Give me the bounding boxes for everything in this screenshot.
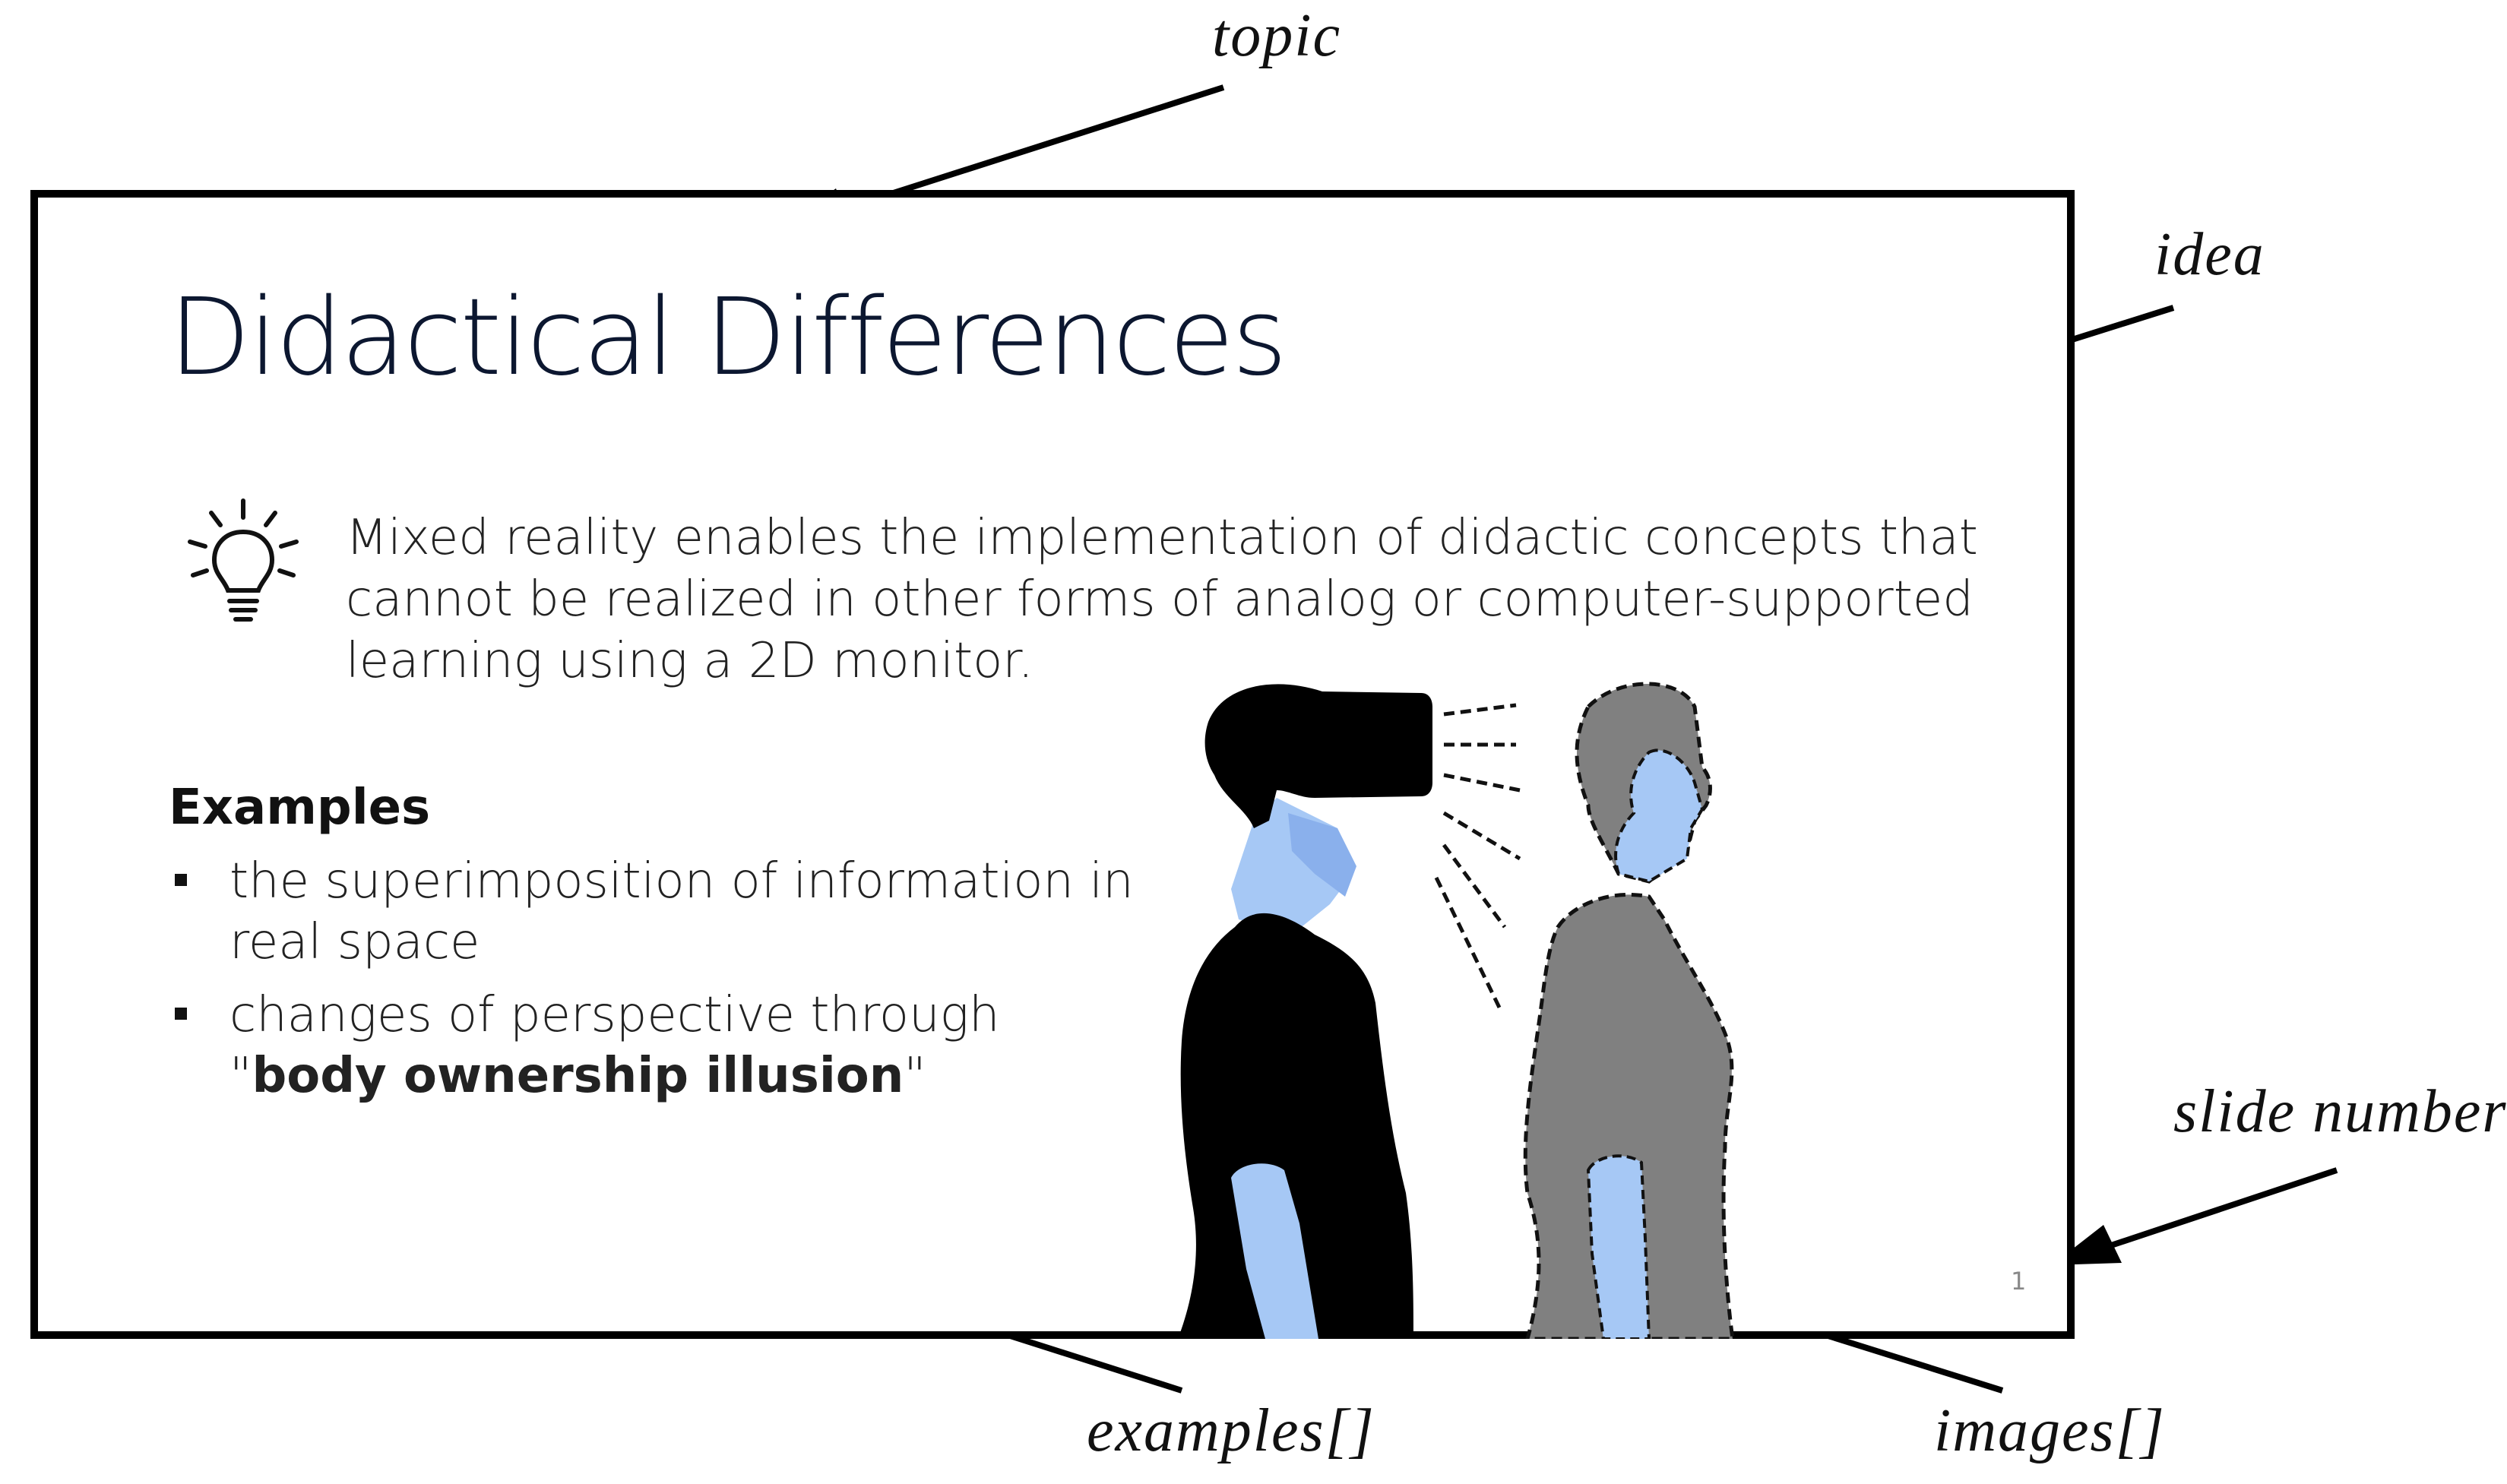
slide-title: Didactical Differences (169, 276, 1287, 400)
bullet-marker (175, 874, 187, 886)
example-text-prefix: changes of perspective through " (229, 987, 1000, 1104)
images-annotation: images[] (1934, 1397, 2166, 1464)
view-lines (1434, 703, 1521, 1012)
slide-number-arrow (2052, 1167, 2338, 1265)
vr-user-figure (1178, 684, 1432, 1339)
idea-text: Mixed reality enables the implementation… (346, 510, 1978, 689)
lightbulb-icon (188, 498, 299, 622)
slide-number-annotation: slide number (2173, 1078, 2507, 1145)
bullet-marker (175, 1008, 187, 1020)
slide-number: 1 (2011, 1267, 2027, 1296)
list-item: the superimposition of information in re… (169, 851, 1157, 973)
slide-frame: Didactical Differences Mixed reality ena… (30, 190, 2075, 1339)
list-item: changes of perspective through "body own… (169, 985, 1157, 1106)
idea-annotation: idea (2154, 221, 2265, 288)
examples-list: the superimposition of information in re… (169, 851, 1157, 1119)
example-text: the superimposition of information in re… (229, 853, 1134, 970)
examples-heading: Examples (169, 780, 431, 836)
topic-annotation: topic (1212, 2, 1341, 69)
examples-annotation: examples[] (1087, 1397, 1375, 1464)
mirrored-body-figure (1523, 682, 1735, 1339)
vr-illustration (1178, 682, 1735, 1339)
example-bold-term: body ownership illusion (252, 1048, 904, 1104)
example-text-suffix: " (904, 1048, 926, 1104)
